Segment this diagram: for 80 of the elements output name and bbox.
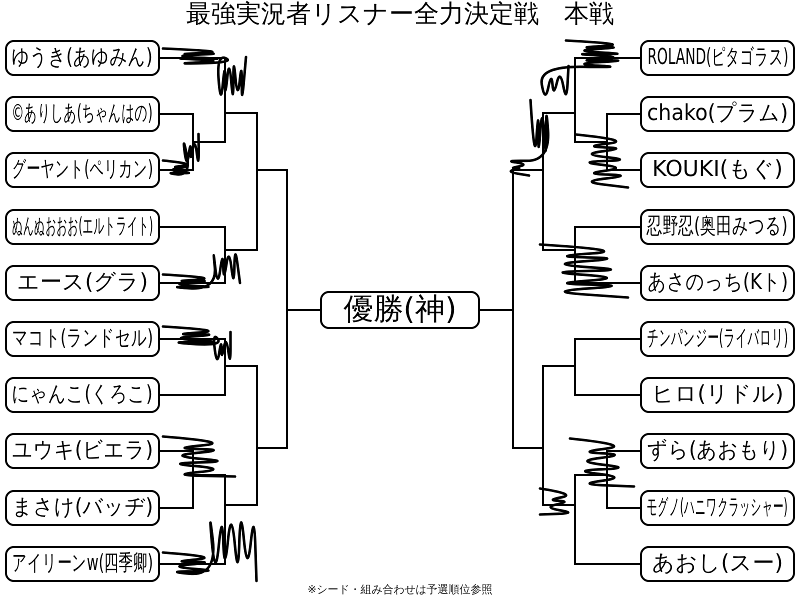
name-box: [640, 490, 795, 526]
name-box: [5, 40, 160, 76]
bracket-line: [160, 475, 194, 509]
player-name: あおし(スー): [652, 551, 784, 577]
name-box: [640, 433, 795, 469]
bracket-line: [606, 113, 640, 142]
player-name: chako(プラム): [646, 101, 788, 127]
name-box: [5, 265, 160, 301]
player-name: モグノ(ハニワクラッシャー): [646, 495, 788, 521]
player-name: にゃんこ(くろこ): [12, 382, 154, 408]
name-box: [640, 265, 795, 301]
player-name: グーヤント(ペリカン): [12, 157, 154, 183]
player-name: エース(グラ): [16, 270, 148, 296]
bracket-line: [542, 170, 575, 251]
player-name: ユウキ(ビエラ): [12, 438, 154, 464]
bracket-line: [225, 365, 258, 448]
bracket-line: [606, 142, 640, 171]
name-box: [5, 321, 160, 357]
name-box: [640, 377, 795, 413]
bracket-line: [542, 448, 575, 506]
bracket-line: [160, 366, 226, 396]
player-name: チンパンジー(ライバロリ): [646, 326, 788, 352]
bracket-line: [574, 226, 640, 250]
bracket-line: [574, 250, 640, 284]
bracket-line: [542, 112, 575, 170]
bracket-line: [160, 113, 194, 142]
bracket-line: [574, 57, 640, 113]
bracket-line: [160, 226, 226, 250]
player-name: ぬんぬおおお(エルトライト): [12, 214, 154, 240]
name-box: [640, 152, 795, 188]
bracket-line: [257, 169, 288, 310]
player-name: 忍野忍(奥田みつる): [646, 214, 788, 240]
player-name: KOUKI(もぐ): [652, 157, 783, 183]
bracket-line: [193, 474, 226, 505]
player-name: まさけ(バッヂ): [12, 495, 154, 521]
bracket-line: [160, 505, 226, 565]
name-box: [5, 546, 160, 582]
player-name: ずら(あおもり): [646, 438, 788, 464]
name-box: [640, 40, 795, 76]
footnote: ※シード・組み合わせは予選順位参照: [307, 584, 493, 597]
bracket-line: [193, 113, 226, 143]
player-name: あさのっち(Kト): [647, 270, 788, 296]
bracket-line: [574, 338, 640, 366]
name-box: [5, 377, 160, 413]
name-box: [5, 96, 160, 132]
name-box: [640, 546, 795, 582]
bracket-line: [160, 142, 194, 171]
bracket-line: [542, 365, 575, 448]
player-name: マコト(ランドセル): [12, 326, 154, 352]
name-box: [640, 209, 795, 245]
name-box: [5, 490, 160, 526]
bracket-line: [512, 310, 543, 449]
bracket-line: [160, 338, 226, 366]
bracket-line: [225, 112, 258, 170]
bracket-line: [287, 309, 320, 311]
bracket-line: [512, 169, 543, 310]
winner-label: 優勝(神): [343, 292, 457, 328]
player-name: ©ありしあ(ちゃんはの): [12, 101, 154, 127]
bracket-line: [574, 505, 640, 565]
bracket-line: [606, 450, 640, 475]
bracket-line: [480, 309, 513, 311]
name-box: [640, 96, 795, 132]
bracket-line: [160, 250, 226, 284]
player-name: ROLAND(ピタゴラス): [647, 45, 788, 71]
bracket-line: [160, 57, 226, 113]
winner-box: [320, 291, 480, 329]
bracket-line: [257, 310, 288, 449]
bracket-line: [225, 448, 258, 506]
player-name: ゆうき(あゆみん): [12, 45, 154, 71]
bracket-line: [574, 113, 607, 143]
name-box: [640, 321, 795, 357]
player-name: ヒロ(リドル): [651, 382, 784, 408]
bracket-line: [606, 475, 640, 509]
player-name: アイリーンw(四季卿): [12, 551, 154, 577]
name-box: [5, 209, 160, 245]
title: 最強実況者リスナー全力決定戦 本戦: [186, 0, 614, 29]
bracket-line: [574, 366, 640, 396]
name-box: [5, 433, 160, 469]
bracket-line: [225, 170, 258, 251]
name-box: [5, 152, 160, 188]
